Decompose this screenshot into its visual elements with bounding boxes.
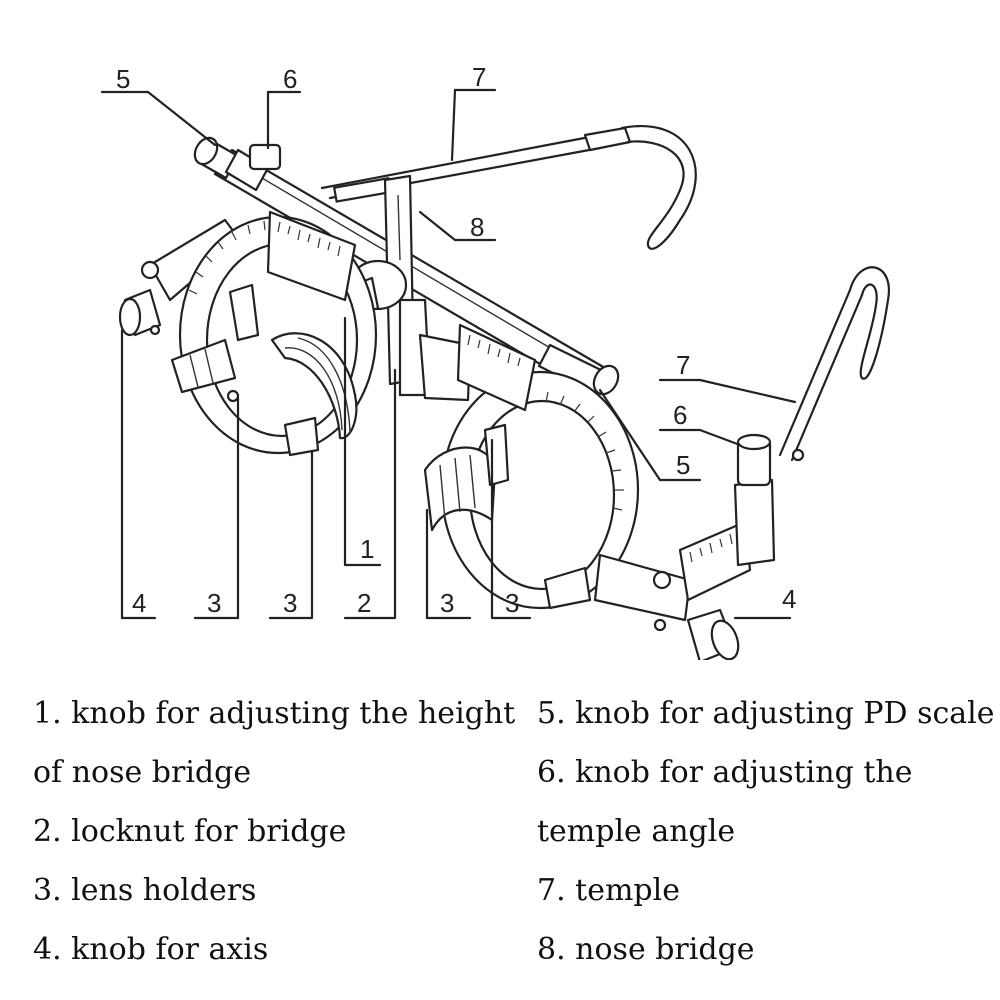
legend-item-1: 1. knob for adjusting the height <box>33 696 516 731</box>
legend-item-6: 6. knob for adjusting the <box>537 755 913 790</box>
nose-bridge <box>383 174 472 402</box>
callout-7-upper: 7 <box>472 62 486 92</box>
callout-8: 8 <box>470 212 484 242</box>
legend-item-3: 3. lens holders <box>33 873 257 908</box>
callout-5-left: 5 <box>116 64 130 94</box>
callout-3-b: 3 <box>283 588 297 618</box>
callout-5-right: 5 <box>676 450 690 480</box>
callout-1: 1 <box>360 534 374 564</box>
legend-right-column: 5. knob for adjusting PD scale 6. knob f… <box>537 684 995 979</box>
callout-7-right: 7 <box>676 350 690 380</box>
left-pd-scale-ticks <box>277 221 341 257</box>
callout-3-d: 3 <box>505 588 519 618</box>
callout-3-a: 3 <box>207 588 221 618</box>
legend-left-column: 1. knob for adjusting the height of nose… <box>33 684 516 979</box>
legend-item-1-continued: of nose bridge <box>33 755 252 790</box>
right-eye-ring <box>423 323 776 660</box>
legend-item-6-continued: temple angle <box>537 814 736 849</box>
callout-4-left: 4 <box>132 588 146 618</box>
callout-3-c: 3 <box>440 588 454 618</box>
callout-numbers: 5 6 7 8 7 6 5 1 4 3 3 2 3 3 4 <box>116 62 796 618</box>
legend-item-2: 2. locknut for bridge <box>33 814 347 849</box>
temple-knob-left <box>248 143 282 171</box>
callout-leaders <box>100 88 797 620</box>
right-ring-scale <box>545 391 624 511</box>
left-eye-ring <box>118 210 378 457</box>
trial-frame-diagram: 5 6 7 8 7 6 5 1 4 3 3 2 3 3 4 <box>100 62 891 660</box>
pd-knob-left <box>193 136 270 192</box>
legend-item-4: 4. knob for axis <box>33 932 269 967</box>
legend-item-7: 7. temple <box>537 873 680 908</box>
callout-6-right: 6 <box>673 400 687 430</box>
legend-item-5: 5. knob for adjusting PD scale <box>537 696 995 731</box>
temple-upper <box>320 125 697 250</box>
callout-2: 2 <box>357 588 371 618</box>
callout-4-right: 4 <box>782 584 796 614</box>
legend-item-8: 8. nose bridge <box>537 932 755 967</box>
right-pd-scale-ticks <box>467 334 521 367</box>
callout-6-left: 6 <box>283 64 297 94</box>
temple-right <box>778 266 891 462</box>
pd-knob-right <box>537 343 620 396</box>
